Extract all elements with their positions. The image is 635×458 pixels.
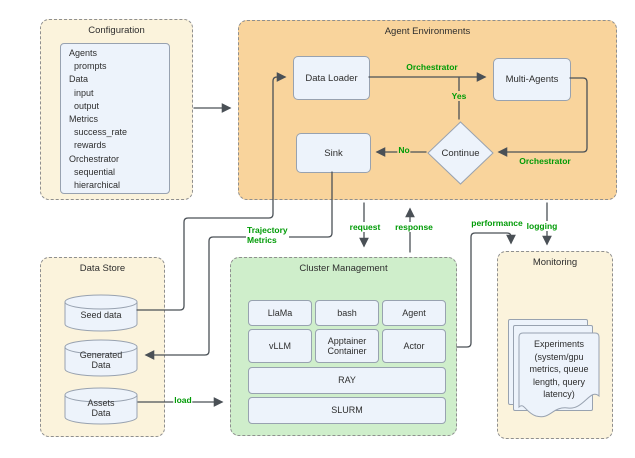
cylinder-generated-data: Generated Data [64, 339, 138, 377]
node-sink: Sink [296, 133, 371, 173]
group-configuration: Configuration Agents prompts Data input … [40, 19, 193, 200]
label-orchestrator-loop: Orchestrator [518, 156, 572, 166]
cylinder-assets-data: Assets Data [64, 387, 138, 425]
database-cylinder-icon [64, 339, 138, 377]
node-multi-agents: Multi-Agents [493, 58, 571, 101]
node-continue-decision: Continue [441, 148, 480, 159]
configuration-title: Configuration [88, 25, 145, 36]
cell-vllm: vLLM [248, 329, 312, 363]
seed-data-label: Seed data [80, 309, 122, 320]
monitoring-title: Monitoring [532, 257, 578, 268]
node-data-loader: Data Loader [293, 56, 370, 100]
agent-environments-title: Agent Environments [384, 26, 471, 37]
label-request: request [348, 222, 382, 232]
document-wave-icon [518, 332, 600, 418]
group-data-store: Data Store Seed data Generated Data Asse… [40, 257, 165, 437]
assets-data-label: Assets Data [87, 397, 115, 419]
cluster-management-title: Cluster Management [299, 263, 388, 274]
cell-actor: Actor [382, 329, 446, 363]
label-load: load [173, 395, 193, 405]
cell-agent: Agent [382, 300, 446, 326]
cell-slurm: SLURM [248, 397, 446, 424]
generated-data-label: Generated Data [79, 349, 123, 371]
label-yes: Yes [450, 91, 468, 101]
cluster-stack: LlaMa bash Agent vLLM Apptainer Containe… [248, 300, 446, 424]
label-trajectory-metrics: Trajectory Metrics [246, 225, 289, 245]
cell-bash: bash [315, 300, 379, 326]
label-logging: logging [525, 221, 559, 231]
label-orchestrator-top: Orchestrator [405, 62, 459, 72]
database-cylinder-icon [64, 387, 138, 425]
cylinder-seed-data: Seed data [64, 294, 138, 332]
cell-apptainer-container: Apptainer Container [315, 329, 379, 363]
group-agent-environments: Agent Environments Data Loader Multi-Age… [238, 20, 617, 200]
database-cylinder-icon [64, 294, 138, 332]
experiments-text: Experiments (system/gpu metrics, queue l… [529, 339, 589, 400]
label-no: No [397, 145, 411, 155]
decision-diamond-shape [427, 121, 494, 185]
group-monitoring: Monitoring Experiments (system/gpu metri… [497, 251, 613, 439]
label-performance: performance [470, 218, 524, 228]
experiments-document-stack: Experiments (system/gpu metrics, queue l… [508, 319, 610, 429]
cell-llama: LlaMa [248, 300, 312, 326]
label-response: response [394, 222, 434, 232]
data-store-title: Data Store [79, 263, 126, 274]
configuration-yaml-box: Agents prompts Data input output Metrics… [60, 43, 170, 194]
cell-ray: RAY [248, 367, 446, 394]
group-cluster-management: Cluster Management LlaMa bash Agent vLLM… [230, 257, 457, 436]
